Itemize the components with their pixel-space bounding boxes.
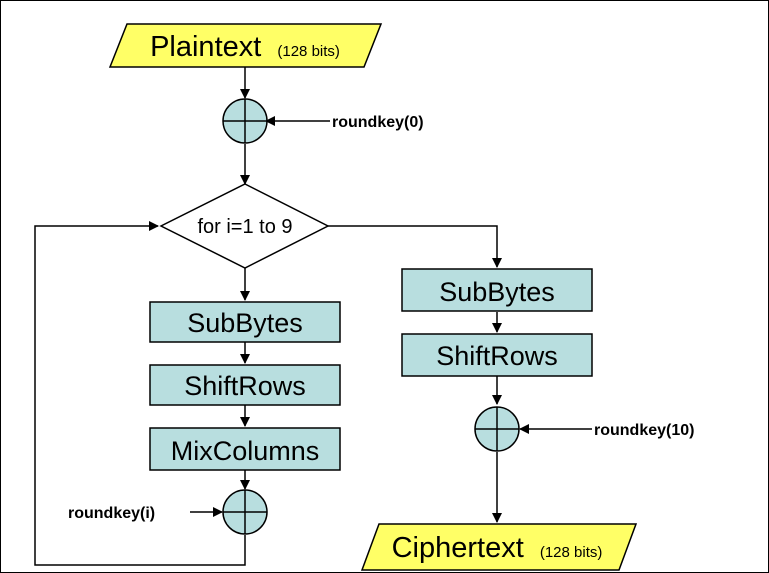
xor-round-i: [222, 489, 268, 535]
xor-round-0: [222, 98, 268, 144]
final-step-subbytes: SubBytes: [401, 268, 593, 312]
plaintext-node: Plaintext (128 bits): [108, 23, 383, 68]
ciphertext-node: Ciphertext (128 bits): [360, 523, 638, 571]
connectors: [34, 67, 592, 566]
roundkey-0-label: roundkey(0): [332, 114, 424, 131]
round-subbytes-label: SubBytes: [187, 308, 303, 338]
ciphertext-label: Ciphertext: [392, 532, 524, 564]
final-subbytes-label: SubBytes: [439, 277, 555, 307]
xor-round-10: [474, 406, 520, 452]
round-mixcolumns-label: MixColumns: [171, 436, 320, 466]
plaintext-label: Plaintext: [150, 31, 261, 63]
svg-text:Plaintext (128 bits): Plaintext (128 bits): [150, 31, 340, 63]
round-shiftrows-label: ShiftRows: [184, 371, 306, 401]
arrow-loop-exit-to-final-subbytes: [328, 225, 502, 268]
round-step-subbytes: SubBytes: [149, 301, 341, 343]
svg-text:Ciphertext (128 bits): Ciphertext (128 bits): [392, 532, 603, 564]
ciphertext-size: (128 bits): [540, 544, 603, 561]
plaintext-size: (128 bits): [277, 43, 340, 60]
round-step-mixcolumns: MixColumns: [149, 427, 341, 471]
final-shiftrows-label: ShiftRows: [436, 341, 558, 371]
loop-back-arrow: [34, 221, 246, 566]
roundkey-10-label: roundkey(10): [594, 422, 694, 439]
roundkey-i-label: roundkey(i): [68, 505, 155, 522]
loop-condition-label: for i=1 to 9: [197, 216, 292, 238]
loop-decision: for i=1 to 9: [159, 183, 330, 269]
round-step-shiftrows: ShiftRows: [149, 364, 341, 406]
final-step-shiftrows: ShiftRows: [401, 333, 593, 377]
